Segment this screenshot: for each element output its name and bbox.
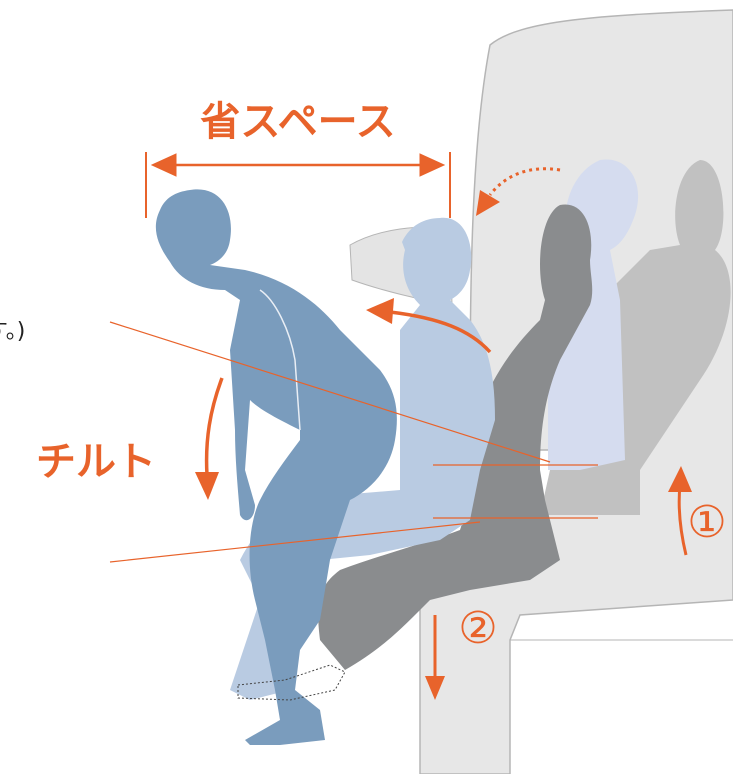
step2-label: ② [458,603,497,654]
cut-off-text: す。) [0,319,25,344]
step1-label: ① [687,497,726,548]
space-saving-label: 省スペース [200,99,395,145]
tilt-arrow [207,378,222,475]
tilt-label: チルト [36,439,156,485]
torso-arrow-head [366,298,394,324]
tilt-arrow-head [195,472,219,500]
